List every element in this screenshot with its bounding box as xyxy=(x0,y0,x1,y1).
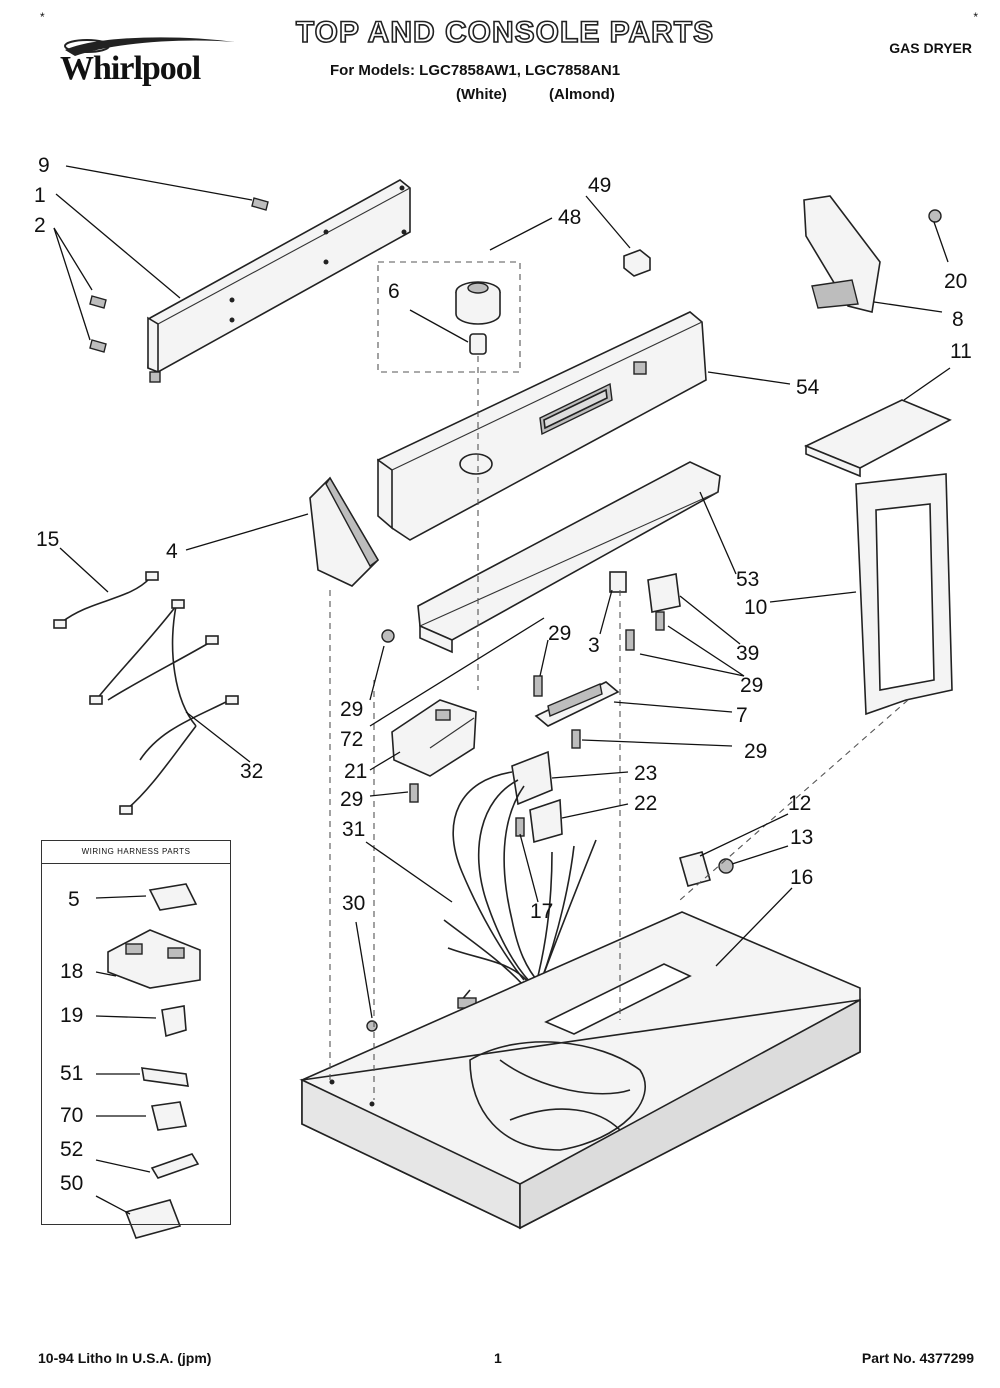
callout-54: 54 xyxy=(796,376,820,399)
callout-72: 72 xyxy=(340,728,363,751)
part-number: Part No. 4377299 xyxy=(861,1350,974,1366)
corner-mark-right: * xyxy=(973,10,978,24)
callout-11: 11 xyxy=(950,340,972,363)
callout-30: 30 xyxy=(342,892,365,915)
callout-53: 53 xyxy=(736,568,759,591)
callout-8: 8 xyxy=(952,308,964,331)
print-info: 10-94 Litho In U.S.A. (jpm) xyxy=(38,1350,212,1366)
harness-item-51: 51 xyxy=(60,1062,83,1085)
wire-harness-32 xyxy=(89,599,239,815)
callout-6: 6 xyxy=(388,280,400,303)
callout-21: 21 xyxy=(344,760,367,783)
callout-16: 16 xyxy=(790,866,813,889)
page-title: TOP AND CONSOLE PARTS xyxy=(295,15,715,50)
page-number: 1 xyxy=(494,1350,502,1366)
callout-29-c: 29 xyxy=(340,698,363,721)
callout-29-a: 29 xyxy=(548,622,571,645)
harness-item-5: 5 xyxy=(68,888,80,911)
harness-item-50: 50 xyxy=(60,1172,83,1195)
callout-4: 4 xyxy=(166,540,178,563)
console-end-cap xyxy=(309,476,380,587)
callout-49: 49 xyxy=(588,174,611,197)
callout-29-b: 29 xyxy=(740,674,763,697)
wiring-harness-parts-box xyxy=(41,840,231,1225)
console-switches xyxy=(534,571,681,727)
callout-labels: 9 1 2 49 48 6 20 8 54 11 15 4 53 10 3 39… xyxy=(34,154,972,923)
panel-screws xyxy=(381,611,665,837)
console-rear-panel xyxy=(417,461,721,654)
callout-12: 12 xyxy=(788,792,811,815)
callout-15: 15 xyxy=(36,528,59,551)
callout-48: 48 xyxy=(558,206,581,229)
jumper-wire xyxy=(53,571,159,629)
callout-1: 1 xyxy=(34,184,46,207)
timer-knob xyxy=(455,281,501,355)
harness-item-52: 52 xyxy=(60,1138,83,1161)
side-bracket xyxy=(803,195,942,313)
callout-23: 23 xyxy=(634,762,657,785)
brand-name: Whirlpool xyxy=(60,50,201,87)
callout-39: 39 xyxy=(736,642,759,665)
alignment-lines xyxy=(329,356,909,1100)
harness-item-70: 70 xyxy=(60,1104,83,1127)
callout-22: 22 xyxy=(634,792,657,815)
lint-screen-cover xyxy=(804,399,952,478)
callout-32: 32 xyxy=(240,760,263,783)
product-type: GAS DRYER xyxy=(889,40,972,56)
callout-13: 13 xyxy=(790,826,813,849)
callout-9: 9 xyxy=(38,154,50,177)
callout-7: 7 xyxy=(736,704,748,727)
harness-item-18: 18 xyxy=(60,960,83,983)
callout-29-e: 29 xyxy=(340,788,363,811)
console-back-bracket xyxy=(147,179,411,383)
lint-chute xyxy=(855,473,953,716)
harness-parts-labels: 5 18 19 51 70 52 50 xyxy=(60,888,83,1195)
harness-item-19: 19 xyxy=(60,1004,83,1027)
whirlpool-logo-icon xyxy=(64,37,235,56)
corner-mark-left: * xyxy=(40,10,45,24)
variant-white: (White) xyxy=(456,86,507,103)
callout-17: 17 xyxy=(530,900,553,923)
knob-assembly-box xyxy=(377,261,521,373)
harness-parts-illustrations xyxy=(95,883,201,1239)
timer-motor xyxy=(391,699,477,777)
main-wire-harness xyxy=(443,771,597,1009)
control-panel xyxy=(377,311,707,541)
push-to-start-button xyxy=(623,249,651,277)
callout-2: 2 xyxy=(34,214,46,237)
terminal-block xyxy=(511,750,563,844)
wiring-harness-parts-heading: WIRING HARNESS PARTS xyxy=(41,840,231,864)
screws-top-left xyxy=(89,197,269,353)
callout-20: 20 xyxy=(944,270,967,293)
callout-3: 3 xyxy=(588,634,600,657)
model-variants: (White) (Almond) xyxy=(456,86,653,103)
variant-almond: (Almond) xyxy=(549,86,615,103)
callout-leaders xyxy=(53,165,951,1019)
thermostat xyxy=(679,851,734,887)
callout-29-d: 29 xyxy=(744,740,767,763)
model-numbers: For Models: LGC7858AW1, LGC7858AN1 xyxy=(330,62,621,79)
callout-31: 31 xyxy=(342,818,365,841)
dryer-top-panel xyxy=(299,911,861,1230)
callout-10: 10 xyxy=(744,596,767,619)
